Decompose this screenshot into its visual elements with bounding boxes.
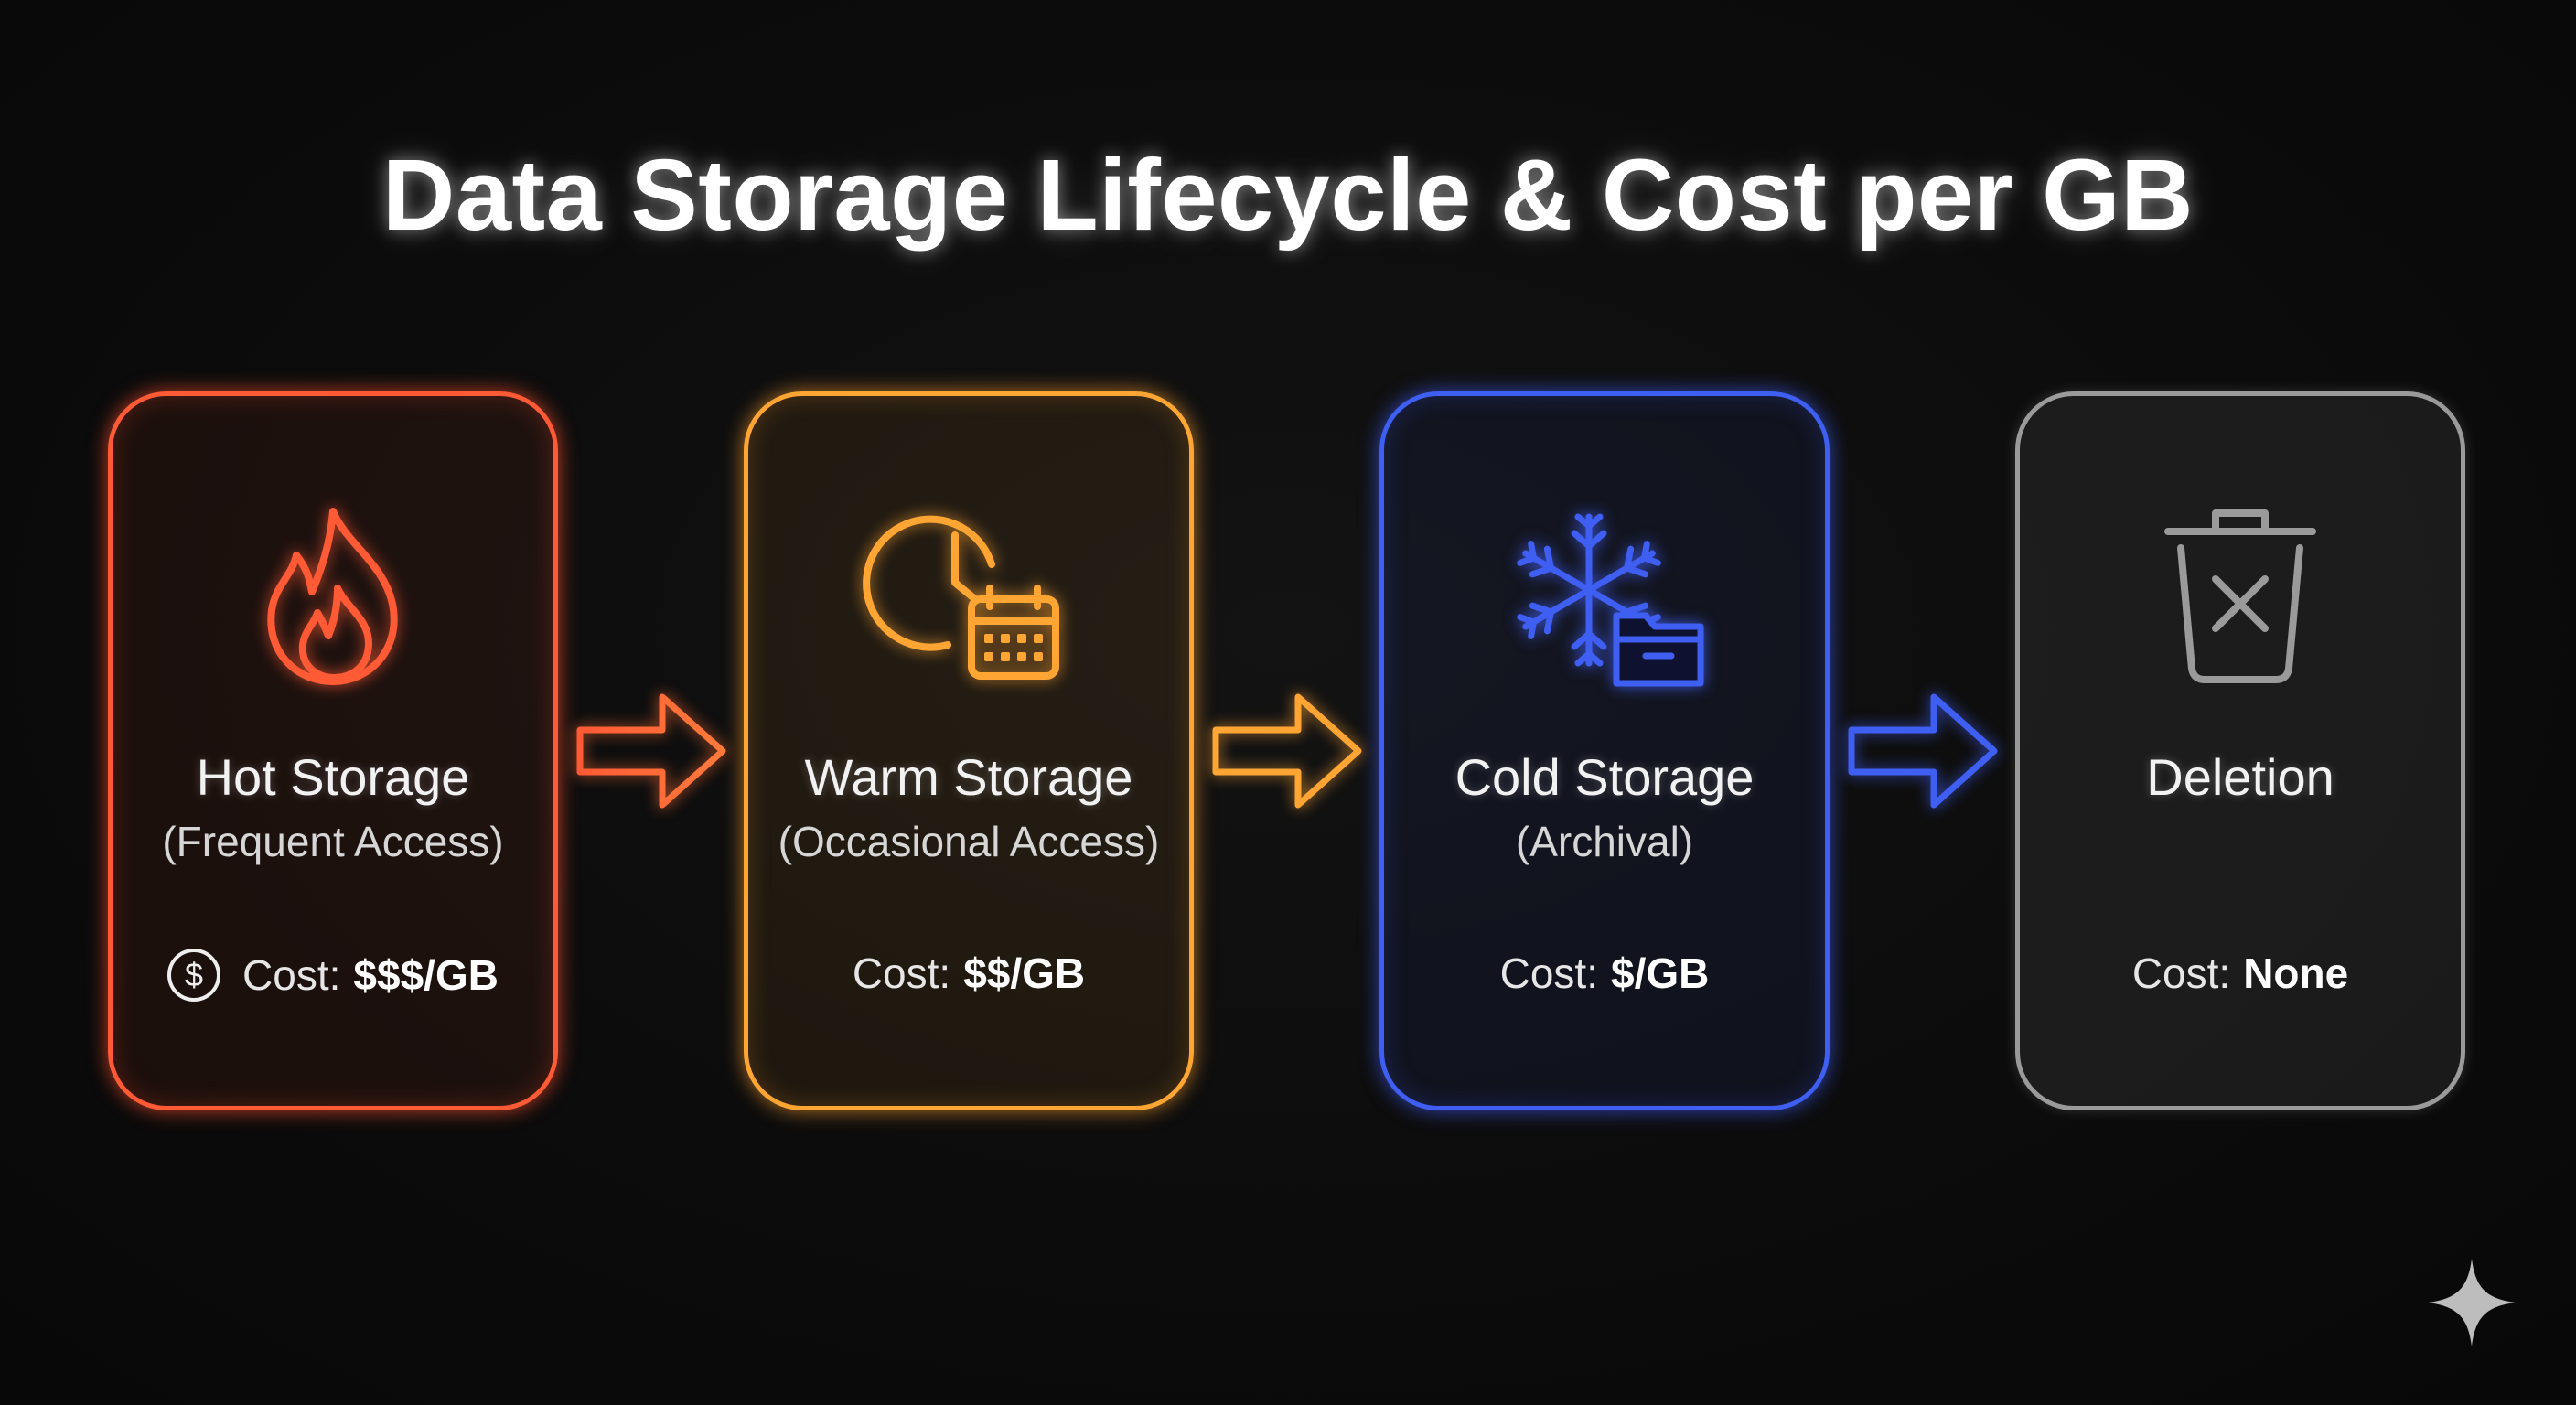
stage-name: Deletion <box>2146 748 2334 806</box>
fire-icon <box>246 499 420 691</box>
stage-card-deletion: Deletion Cost: None <box>2015 391 2465 1110</box>
sparkle-icon <box>2426 1257 2517 1348</box>
stage-cost: Cost: $/GB <box>1384 949 1825 998</box>
snowflake-box-icon <box>1518 499 1704 691</box>
page-title: Data Storage Lifecycle & Cost per GB <box>381 139 2195 252</box>
stage-name: Hot Storage <box>196 748 470 806</box>
cost-label: Cost: <box>242 951 341 999</box>
dollar-coin-icon: $ <box>167 949 221 1002</box>
cost-value: None <box>2243 949 2349 997</box>
cost-value: $/GB <box>1611 949 1710 997</box>
stage-cost: Cost: $$/GB <box>748 949 1189 998</box>
stage-name: Cold Storage <box>1454 748 1755 806</box>
stage-subtitle: (Occasional Access) <box>778 818 1160 865</box>
cost-value: $$$/GB <box>353 951 499 999</box>
cost-label: Cost: <box>852 949 951 997</box>
cost-label: Cost: <box>1499 949 1598 997</box>
arrow-right-icon <box>1846 692 2002 810</box>
stage-subtitle: (Frequent Access) <box>162 818 504 865</box>
stage-card-hot-storage: Hot Storage (Frequent Access) $ Cost: $$… <box>108 391 558 1110</box>
cost-label: Cost: <box>2131 949 2231 997</box>
cost-value: $$/GB <box>963 949 1086 997</box>
trash-icon <box>2153 499 2327 691</box>
stage-card-cold-storage: Cold Storage (Archival) Cost: $/GB <box>1379 391 1830 1110</box>
arrow-right-icon <box>1210 692 1366 810</box>
clock-calendar-icon <box>863 499 1059 691</box>
stage-subtitle: (Archival) <box>1515 818 1694 865</box>
stage-cost: $ Cost: $$$/GB <box>113 949 553 1002</box>
stage-cost: Cost: None <box>2020 949 2461 998</box>
stage-name: Warm Storage <box>804 748 1133 806</box>
arrow-right-icon <box>574 692 730 810</box>
stage-card-warm-storage: Warm Storage (Occasional Access) Cost: $… <box>744 391 1194 1110</box>
